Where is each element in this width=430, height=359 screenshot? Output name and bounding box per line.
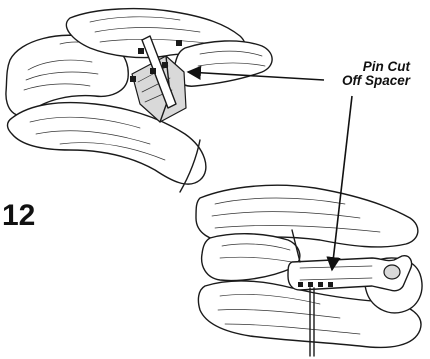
step-number: 12: [2, 200, 35, 232]
pin-cut-off-spacer-label: Pin Cut Off Spacer: [300, 60, 410, 88]
top-finger-lower: [8, 103, 206, 185]
bottom-hands-illustration: [196, 185, 422, 356]
callout-line-2: Off Spacer: [300, 74, 410, 88]
top-hands-illustration: [6, 9, 272, 192]
top-finger-right: [174, 41, 272, 86]
callout-line-1: Pin Cut: [300, 60, 410, 74]
